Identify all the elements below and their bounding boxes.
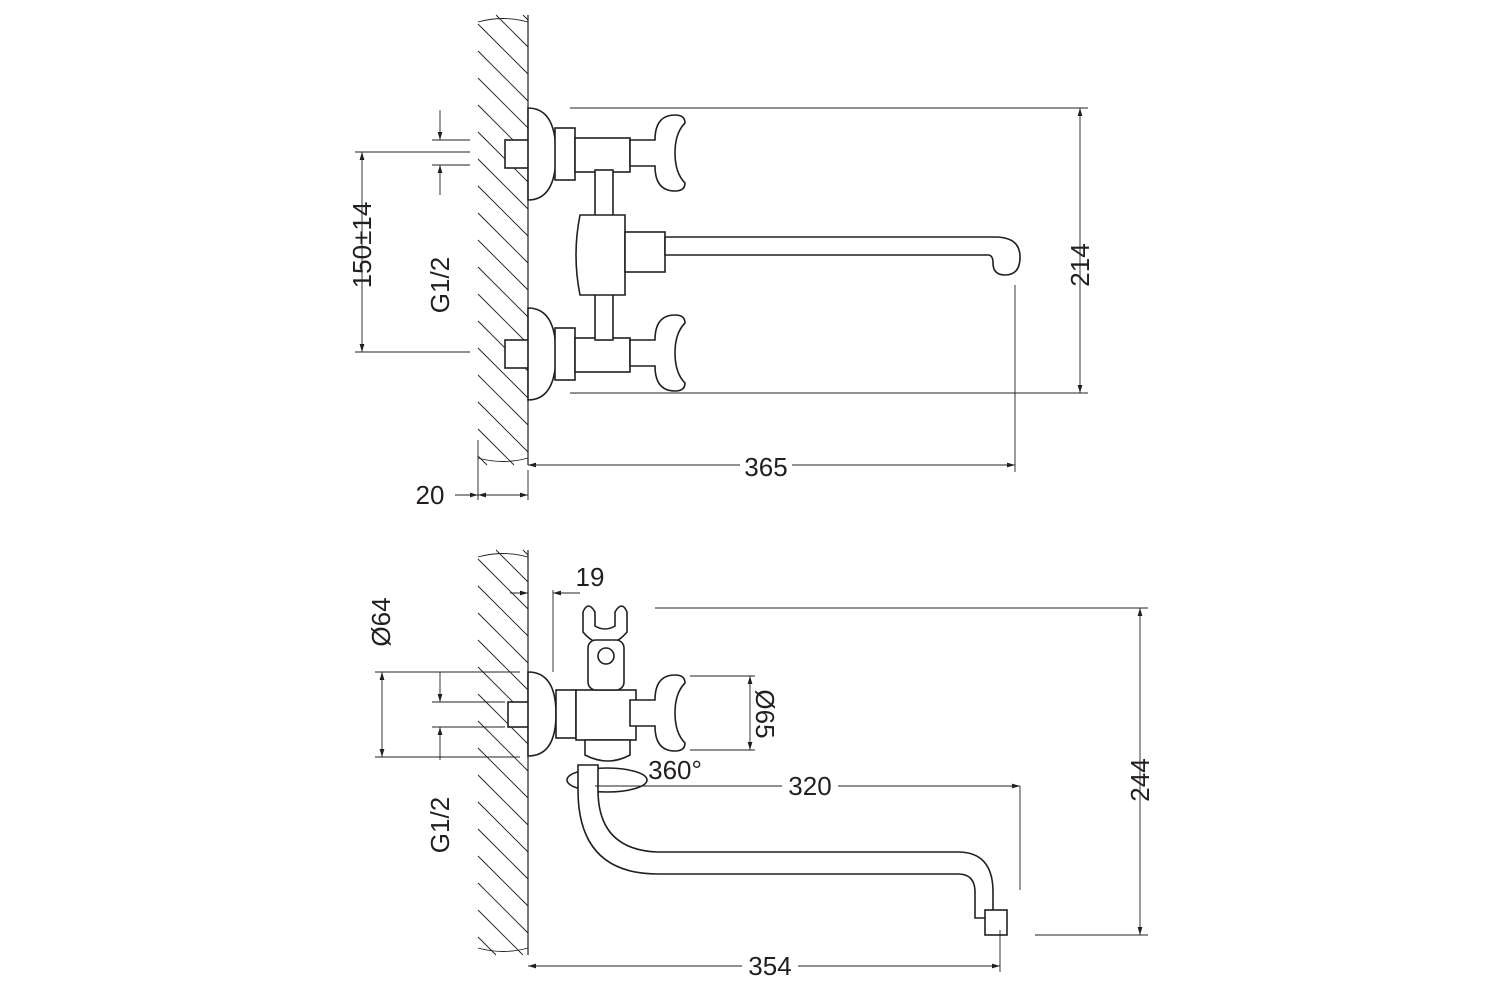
hatch-line bbox=[477, 77, 529, 129]
hatch-line bbox=[477, 801, 529, 853]
hatch-line bbox=[477, 909, 524, 956]
dimension-lines-side bbox=[375, 590, 1148, 972]
hatch-line bbox=[477, 639, 529, 691]
dim-spout-reach: 365 bbox=[744, 452, 787, 482]
hatch-line bbox=[477, 558, 529, 610]
hatch-line bbox=[477, 239, 529, 291]
hatch-line bbox=[477, 347, 529, 399]
hatch-line bbox=[522, 14, 529, 21]
dim-flange-diameter: Ø64 bbox=[366, 597, 396, 646]
hatch-line bbox=[477, 612, 529, 664]
hatch-line bbox=[477, 374, 529, 426]
dim-thread-top: G1/2 bbox=[425, 257, 455, 313]
dim-offset: 19 bbox=[576, 562, 605, 592]
top-view: 150±14 G1/2 214 365 20 bbox=[347, 14, 1095, 510]
hatch-line bbox=[522, 549, 529, 556]
hatch-group-side bbox=[477, 549, 529, 956]
hatch-line bbox=[477, 455, 488, 466]
hatch-line bbox=[477, 855, 529, 907]
hatch-line bbox=[477, 747, 529, 799]
hatch-line bbox=[477, 720, 529, 772]
hatch-line bbox=[477, 131, 529, 183]
dim-inlet-spacing: 150±14 bbox=[347, 202, 377, 289]
hatch-line bbox=[477, 23, 529, 75]
hatch-line bbox=[477, 774, 529, 826]
dim-total-reach: 354 bbox=[748, 951, 791, 981]
hatch-line bbox=[477, 212, 529, 264]
hatch-line bbox=[477, 266, 529, 318]
hatch-line bbox=[477, 585, 529, 637]
hatch-line bbox=[477, 293, 529, 345]
hatch-line bbox=[477, 158, 529, 210]
hatch-line bbox=[495, 549, 529, 583]
dim-thread-side: G1/2 bbox=[425, 797, 455, 853]
hatch-line bbox=[477, 185, 529, 237]
hatch-line bbox=[477, 936, 497, 956]
faucet-body-side bbox=[507, 605, 1008, 936]
hatch-line bbox=[477, 50, 529, 102]
dim-rotation: 360° bbox=[648, 755, 702, 785]
dim-height-top: 214 bbox=[1065, 243, 1095, 286]
dim-handle-diameter: Ø65 bbox=[750, 689, 780, 738]
hatch-line bbox=[477, 828, 529, 880]
wall-hatch-side bbox=[477, 549, 529, 956]
faucet-body-top bbox=[504, 107, 1021, 401]
wall-hatch-top bbox=[477, 14, 529, 466]
dim-spout-length: 320 bbox=[788, 771, 831, 801]
dim-height-side: 244 bbox=[1125, 758, 1155, 801]
hatch-group-top bbox=[477, 14, 529, 466]
hatch-line bbox=[477, 401, 529, 453]
hatch-line bbox=[477, 428, 515, 466]
side-view: 19 Ø64 Ø65 360° 320 244 G1/2 354 bbox=[366, 549, 1155, 981]
dimension-lines-top bbox=[355, 107, 1088, 500]
hatch-line bbox=[495, 14, 529, 48]
dim-wall-offset: 20 bbox=[416, 480, 445, 510]
hatch-line bbox=[477, 882, 529, 934]
